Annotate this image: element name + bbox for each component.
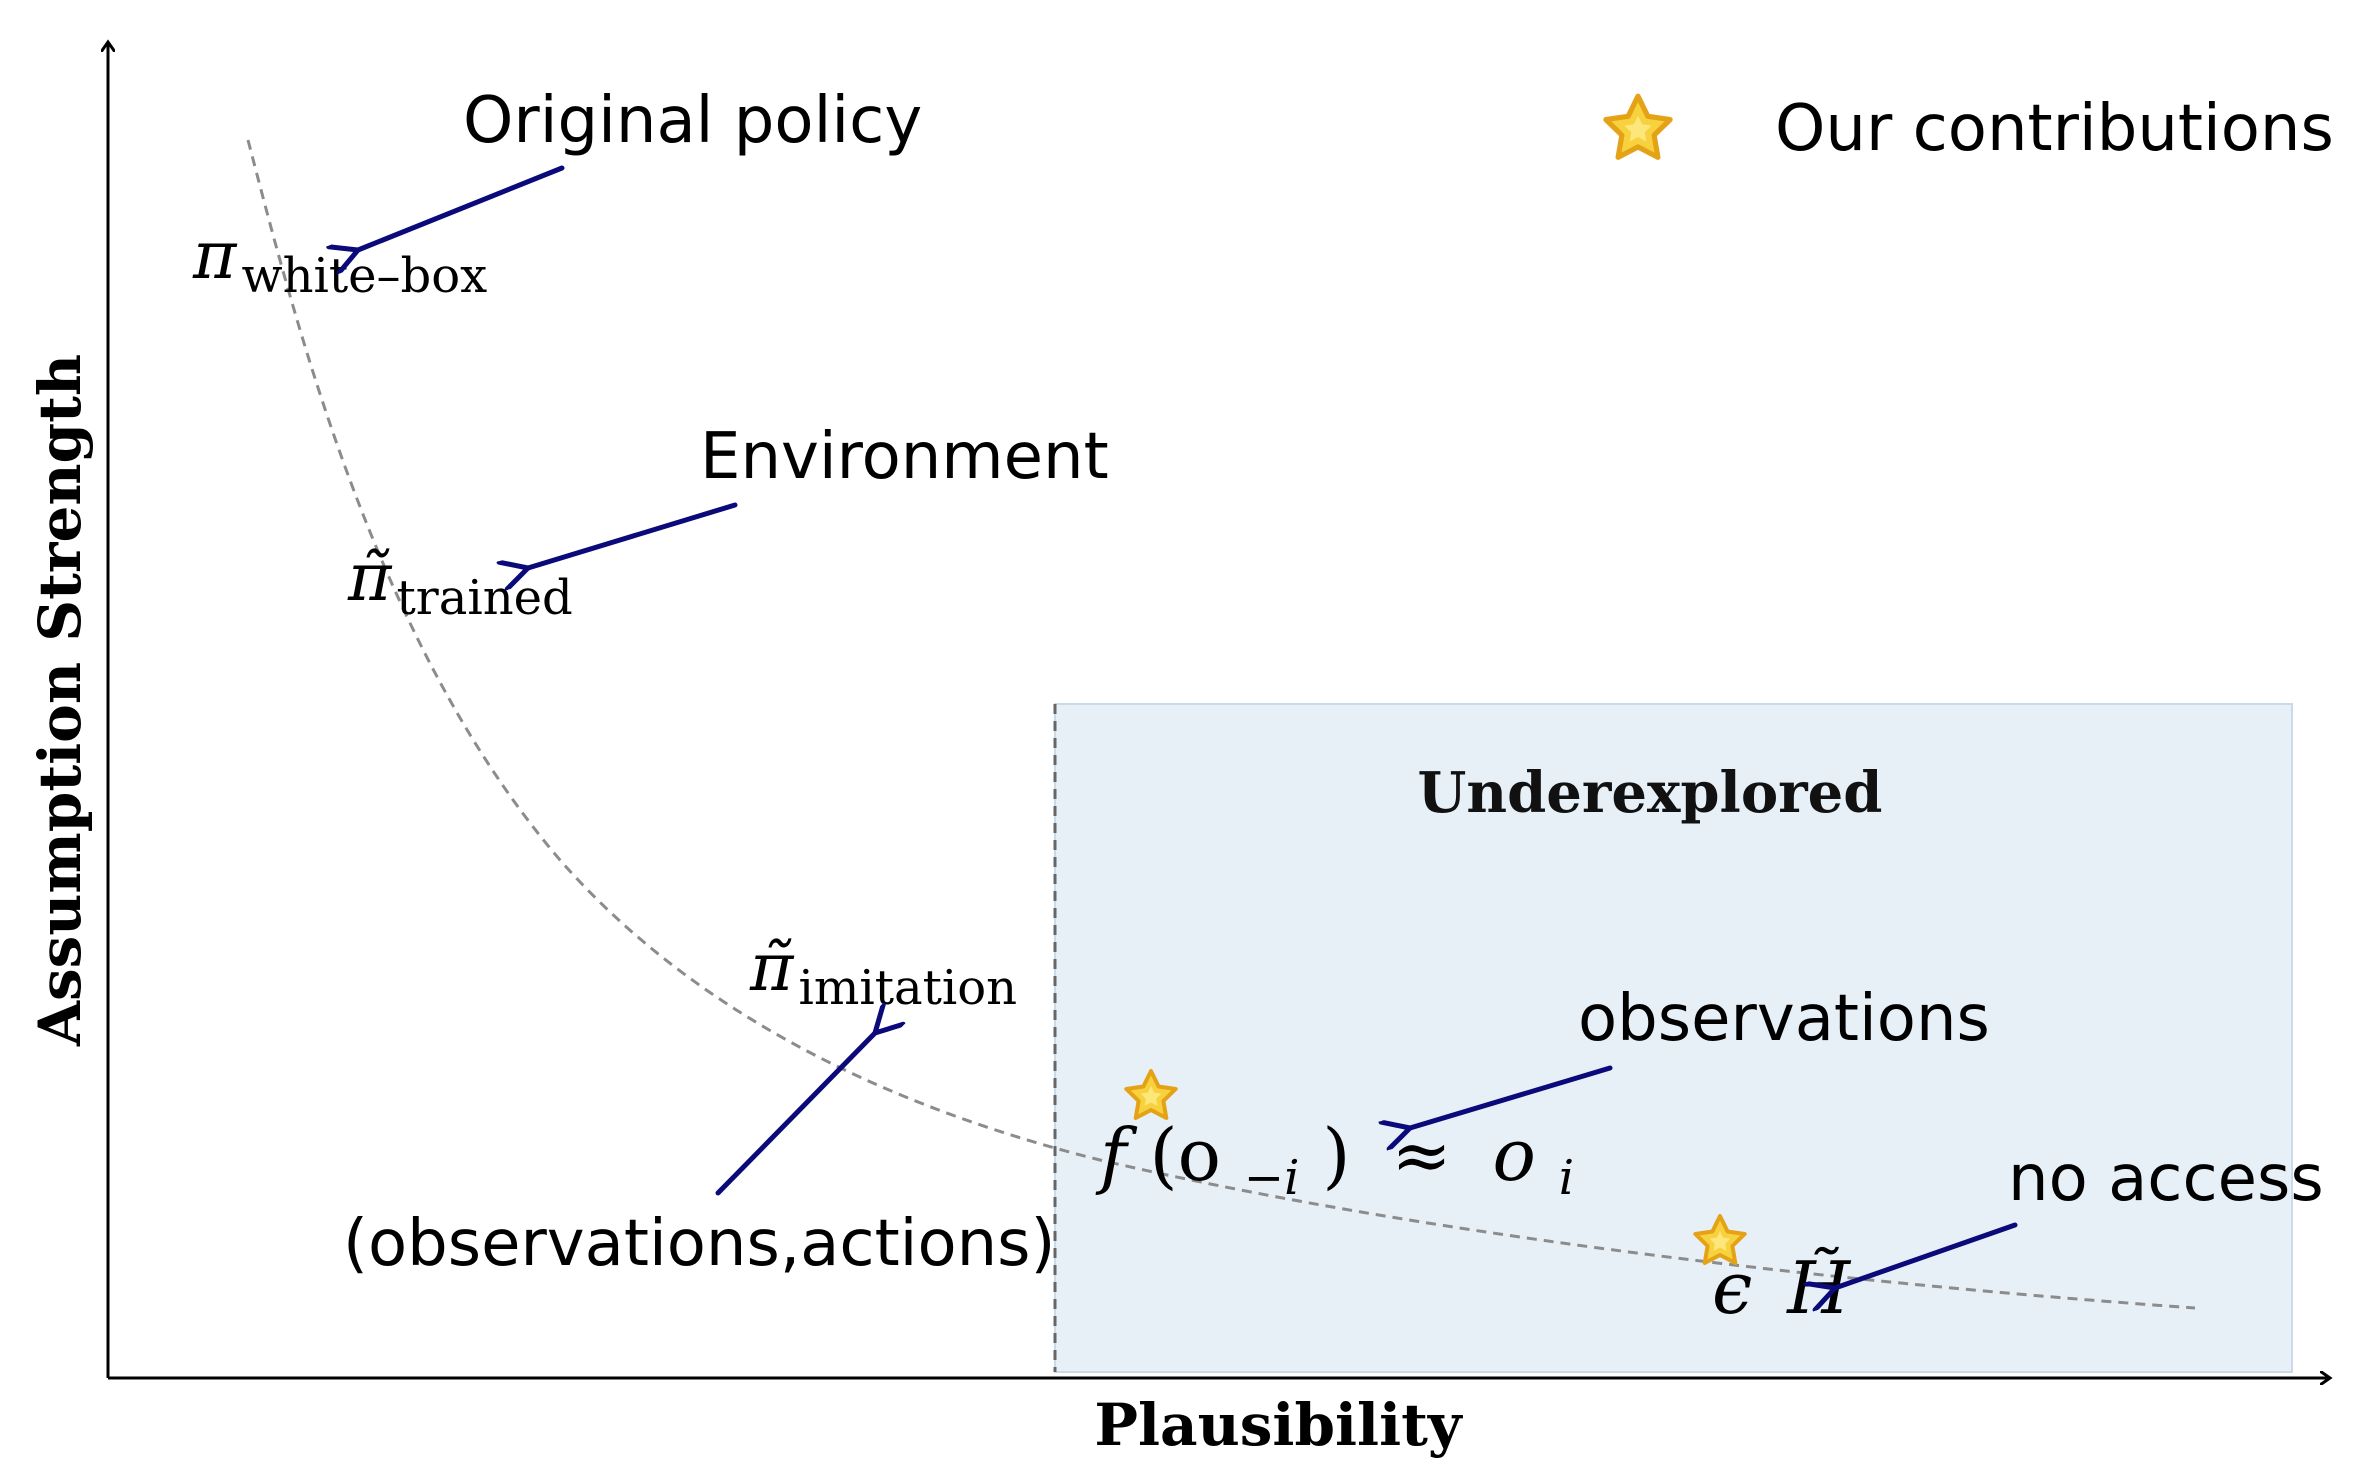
trained-label: π̃ trained [347, 539, 573, 626]
obs-rhs: o [1493, 1113, 1536, 1197]
obs-sub2: i [1559, 1150, 1574, 1206]
white-box-arrow [358, 165, 565, 250]
underexplored-region [1054, 703, 2293, 1373]
tradeoff-curve [246, 139, 2196, 1310]
obs-args: (o [1150, 1113, 1221, 1197]
white-box-annotation: Original policy [463, 84, 922, 158]
region-label: Underexplored [1418, 760, 1883, 826]
legend-star-icon [1606, 96, 1670, 157]
no-access-annotation: no access [2008, 1142, 2324, 1216]
imitation-subscript: imitation [798, 960, 1017, 1016]
imitation-annotation: (observations,actions) [343, 1207, 1055, 1281]
legend-label: Our contributions [1775, 92, 2334, 166]
no-access-epsilon: ϵ [1712, 1246, 1752, 1330]
obs-sub1: −i [1244, 1150, 1300, 1206]
trained-symbol: π̃ [347, 539, 393, 616]
imitation-symbol: π̃ [749, 929, 795, 1006]
trained-annotation: Environment [700, 420, 1109, 494]
observations-annotation: observations [1578, 982, 1990, 1056]
white-box-subscript: white–box [241, 248, 487, 304]
no-access-arrow [1835, 1222, 2018, 1288]
white-box-symbol: π [192, 217, 238, 294]
trained-arrow [528, 502, 738, 568]
white-box-label: π white–box [192, 217, 487, 304]
x-axis-label: Plausibility [1094, 1391, 1464, 1459]
obs-f: f [1095, 1113, 1138, 1197]
obs-close: ) [1322, 1113, 1350, 1197]
observations-arrow [1410, 1065, 1613, 1128]
y-axis-label: Assumption Strength [26, 354, 94, 1047]
imitation-label: π̃ imitation [749, 929, 1017, 1016]
no-access-label: ϵ H̃ [1712, 1246, 1851, 1330]
observations-label: f (o −i ) ≈ o i [1095, 1113, 1574, 1211]
imitation-arrow [715, 1033, 875, 1196]
trained-subscript: trained [396, 570, 572, 626]
